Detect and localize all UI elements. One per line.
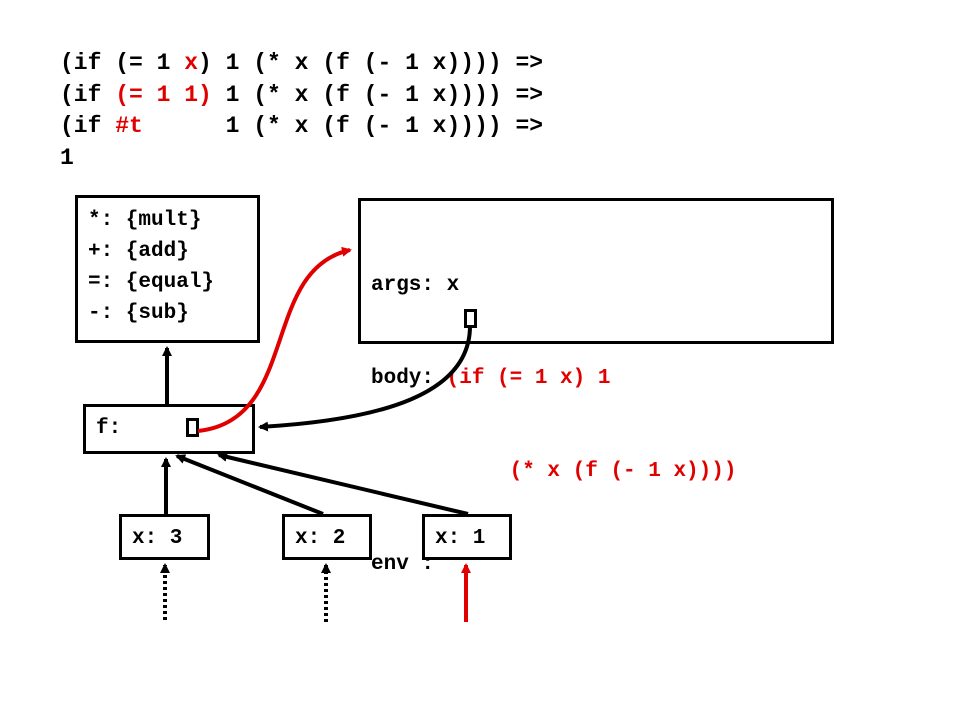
x3-binding: x: 3 — [132, 527, 183, 550]
evaluation-segment: (if (= 1 — [60, 50, 185, 76]
evaluation-segment: ) 1 (* x (f (- 1 x)))) => — [198, 50, 544, 76]
procedure-object: args: x body: (if (= 1 x) 1 body: (if (*… — [358, 198, 834, 576]
closure-body-line1: (if (= 1 x) 1 — [446, 367, 611, 390]
f-binding-frame: f: — [83, 404, 255, 454]
x2-to-f-frame-arrow — [175, 454, 324, 516]
evaluation-line: (if (= 1 x) 1 (* x (f (- 1 x)))) => — [60, 48, 543, 80]
evaluation-segment: (if — [60, 113, 116, 139]
evaluation-segment: 1 (* x (f (- 1 x)))) => — [142, 113, 544, 139]
global-bindings: *: {mult} +: {add} =: {equal} -: {sub} — [88, 205, 214, 329]
evaluation-segment: 1 — [60, 144, 74, 171]
closure-text: args: x body: (if (= 1 x) 1 body: (if (*… — [371, 208, 736, 642]
closure-body-cont: body: (if (* x (f (- 1 x)))) — [371, 456, 737, 487]
f-pointer-to-procedure-arrow — [197, 246, 352, 433]
evaluation-line: (if #t 1 (* x (f (- 1 x)))) => — [60, 111, 543, 143]
closure-body-line2: (* x (f (- 1 x)))) — [509, 460, 737, 483]
evaluation-line: (if (= 1 1) 1 (* x (f (- 1 x)))) => — [60, 80, 543, 112]
env-pointer-to-f-frame-arrow — [258, 325, 472, 432]
closure-body: body: (if (= 1 x) 1 — [371, 363, 736, 394]
evaluation-segment: (= 1 1) — [115, 81, 212, 108]
evaluation-segment: (if — [60, 81, 116, 108]
x1-to-f-frame-arrow — [217, 451, 469, 516]
evaluation-line: 1 — [60, 143, 543, 175]
evaluation-segment: 1 (* x (f (- 1 x)))) => — [211, 81, 544, 108]
closure-body-label: body: — [371, 367, 447, 390]
call-frame-x2: x: 2 — [282, 514, 372, 560]
evaluation-trace: (if (= 1 x) 1 (* x (f (- 1 x)))) =>(if (… — [60, 48, 543, 174]
global-binding: -: {sub} — [88, 302, 189, 325]
global-binding: =: {equal} — [88, 271, 215, 294]
call-frame-x3: x: 3 — [119, 514, 210, 560]
f-pointer — [186, 418, 199, 437]
closure-args: args: x — [371, 274, 460, 297]
global-binding: *: {mult} — [88, 209, 202, 232]
x2-binding: x: 2 — [295, 527, 346, 550]
x1-binding: x: 1 — [435, 527, 486, 550]
evaluation-segment: x — [184, 50, 199, 76]
global-binding: +: {add} — [88, 240, 189, 263]
f-label: f: — [96, 417, 122, 440]
evaluation-segment: #t — [115, 113, 143, 139]
global-environment-frame: *: {mult} +: {add} =: {equal} -: {sub} — [75, 195, 260, 343]
